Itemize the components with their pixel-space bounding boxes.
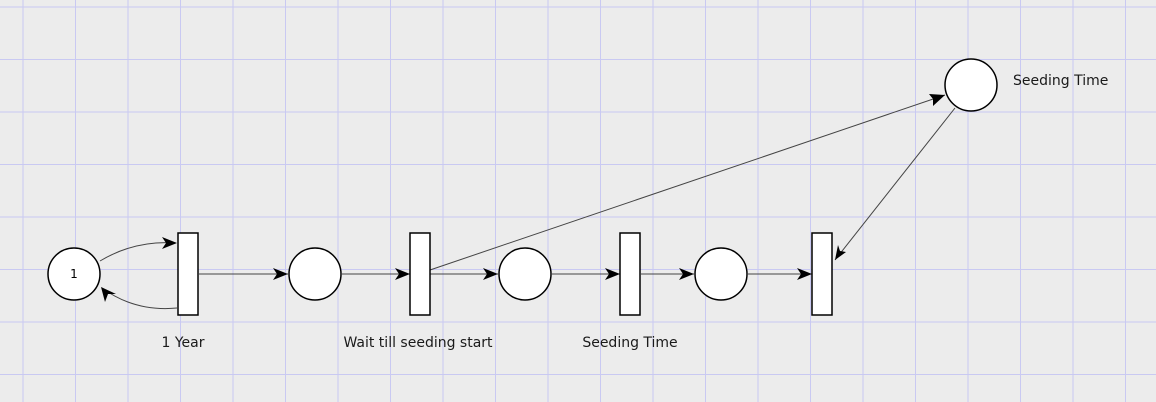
place-p1[interactable] xyxy=(47,247,101,301)
transition-t3[interactable] xyxy=(619,232,641,316)
arc-p5-to-t4[interactable] xyxy=(834,107,956,261)
arrowhead-t1-to-p1 xyxy=(101,287,116,302)
arrowhead-p1-to-t1 xyxy=(162,237,177,249)
arrowhead-p2-to-t2 xyxy=(395,268,410,280)
arc-t2-to-p5[interactable] xyxy=(429,94,946,271)
place-p2[interactable] xyxy=(288,247,342,301)
arrowhead-p3-to-t3 xyxy=(605,268,620,280)
place-p3[interactable] xyxy=(498,247,552,301)
arcs-layer xyxy=(99,94,956,310)
arrowhead-p5-to-t4 xyxy=(835,245,846,260)
place-p1-tokens: 1 xyxy=(70,267,78,281)
arrowhead-t3-to-p4 xyxy=(679,268,694,280)
nodes-layer: 1 xyxy=(47,58,998,316)
arrowhead-p4-to-t4 xyxy=(797,268,812,280)
place-p4[interactable] xyxy=(694,247,748,301)
transition-t2-label: Wait till seeding start xyxy=(343,335,493,351)
labels-layer: 1 Year Wait till seeding start Seeding T… xyxy=(162,73,1109,351)
place-p5-label: Seeding Time xyxy=(1013,73,1108,89)
transition-t1-label: 1 Year xyxy=(162,335,205,351)
place-p5[interactable] xyxy=(944,58,998,112)
arrowhead-t2-to-p5 xyxy=(929,94,945,106)
transition-t4[interactable] xyxy=(811,232,833,316)
transition-t3-label: Seeding Time xyxy=(582,335,677,351)
transition-t1[interactable] xyxy=(177,232,199,316)
transition-t2[interactable] xyxy=(409,232,431,316)
arrowhead-t2-to-p3 xyxy=(483,268,498,280)
arrowhead-t1-to-p2 xyxy=(273,268,288,280)
